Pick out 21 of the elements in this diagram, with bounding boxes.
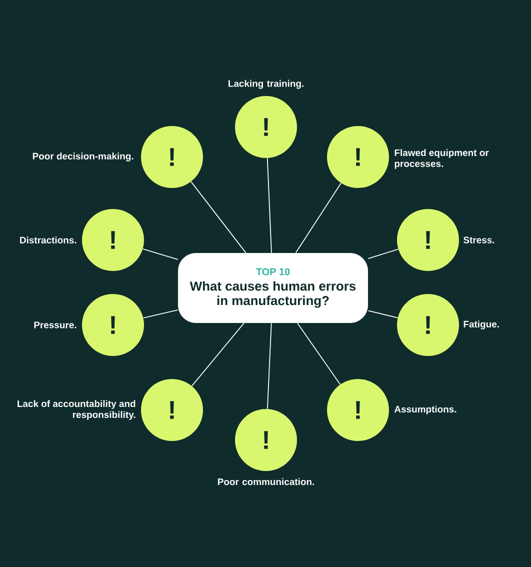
cause-label: Fatigue. [464, 320, 499, 330]
connector-line [190, 181, 246, 254]
cause-label: Poor decision-making. [32, 152, 134, 162]
connector-line [266, 158, 272, 254]
connector-line [142, 310, 178, 318]
cause-label: Lacking training. [228, 80, 304, 89]
connector-line [142, 248, 178, 260]
connector-line [267, 322, 272, 410]
connector-line [368, 248, 399, 259]
cause-label: Lack of accountability and responsibility. [18, 400, 136, 420]
title-box: TOP 10 What causes human errors in manufacturing? [178, 253, 368, 323]
cause-label: Distractions. [20, 236, 76, 244]
cause-label: Poor communication. [218, 478, 314, 486]
cause-label: Assumptions. [394, 406, 456, 414]
connector-line [295, 182, 342, 254]
connector-line [368, 310, 398, 318]
cause-label: Stress. [463, 236, 494, 244]
cause-label: Flawed equipment or processes. [394, 149, 489, 169]
connector-line [297, 322, 341, 385]
connector-line [191, 322, 244, 386]
cause-label: Pressure. [34, 322, 76, 328]
